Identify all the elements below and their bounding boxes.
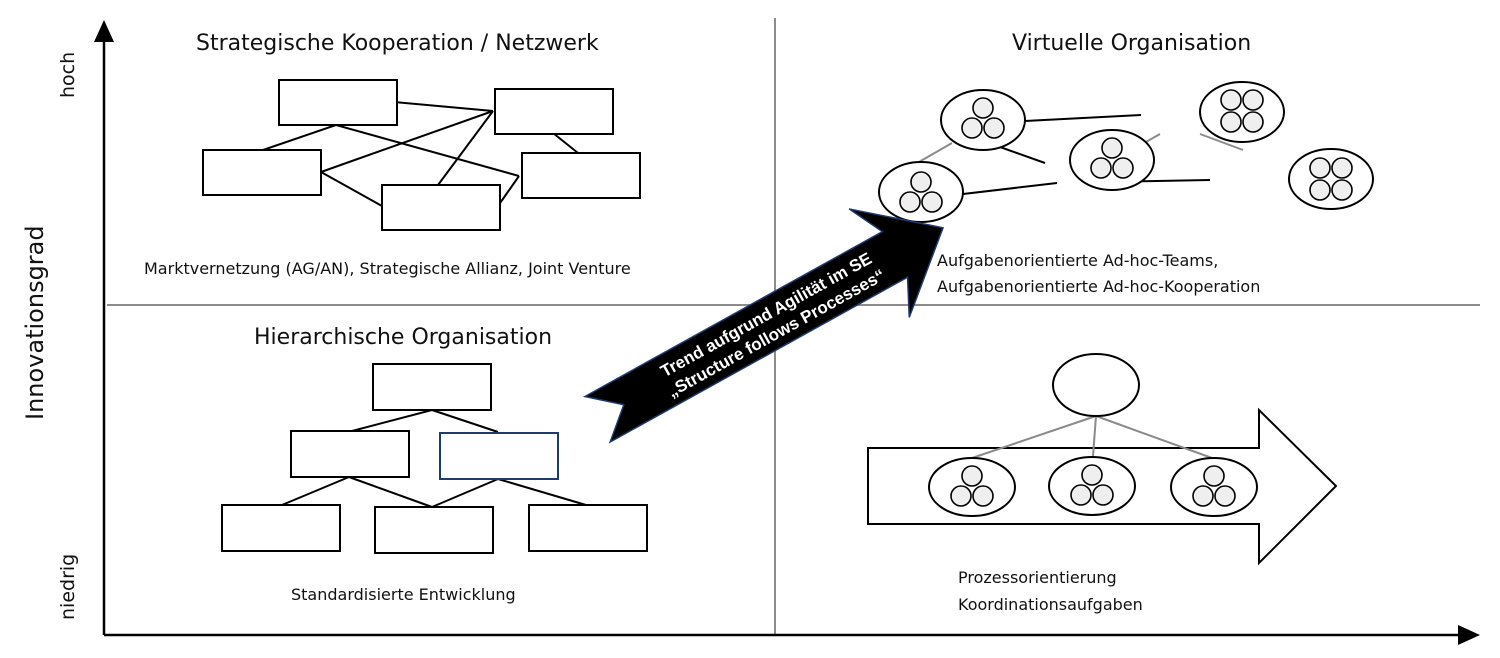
- quadrant-title: Virtuelle Organisation: [1012, 31, 1251, 56]
- quadrant-caption: Marktvernetzung (AG/AN), Strategische Al…: [144, 259, 631, 278]
- team-node: [1288, 148, 1374, 210]
- partner-box: [494, 88, 614, 135]
- quadrant-caption-line: Koordinationsaufgaben: [958, 595, 1143, 614]
- org-unit-box: [372, 363, 492, 411]
- coordinator-node: [1052, 353, 1140, 417]
- org-unit-box-highlighted: [439, 432, 559, 480]
- quadrant-title: Hierarchische Organisation: [254, 325, 552, 350]
- quadrant-process-orientation: Prozessorientierung Koordinationsaufgabe…: [867, 353, 1338, 614]
- quadrant-caption-line: Aufgabenorientierte Ad-hoc-Teams,: [937, 251, 1218, 270]
- y-axis: [94, 20, 114, 635]
- org-unit-box: [221, 504, 341, 552]
- y-axis-arrowhead: [94, 20, 114, 42]
- y-axis-low-label: niedrig: [57, 554, 79, 620]
- x-axis: [104, 625, 1480, 645]
- team-node: [878, 161, 964, 223]
- team-node: [1048, 456, 1136, 516]
- x-axis-arrowhead: [1458, 625, 1480, 645]
- quadrant-title: Strategische Kooperation / Netzwerk: [196, 31, 599, 56]
- partner-box: [202, 149, 322, 196]
- team-node: [1170, 457, 1258, 517]
- team-node: [1199, 81, 1285, 143]
- org-unit-box: [290, 430, 410, 478]
- partner-box: [278, 79, 398, 126]
- quadrant-strategic-cooperation: Strategische Kooperation / Netzwerk Mark…: [144, 31, 641, 278]
- network-links: [262, 101, 579, 207]
- org-unit-box: [374, 506, 494, 554]
- quadrant-caption: Standardisierte Entwicklung: [291, 585, 516, 604]
- trend-arrow-shape: [582, 208, 945, 444]
- y-axis-high-label: hoch: [57, 52, 79, 98]
- team-node: [940, 89, 1026, 151]
- quadrant-virtual-organization: Virtuelle Organisation: [878, 31, 1374, 296]
- hierarchy-links: [281, 409, 587, 508]
- org-unit-box: [528, 504, 648, 552]
- quadrant-caption-line: Aufgabenorientierte Ad-hoc-Kooperation: [937, 277, 1260, 296]
- team-node: [1069, 129, 1155, 191]
- partner-box: [381, 184, 501, 231]
- y-axis-title: Innovationsgrad: [21, 225, 49, 420]
- quadrant-caption-line: Prozessorientierung: [958, 568, 1117, 587]
- coordination-links: [971, 415, 1213, 459]
- quadrant-hierarchical-organization: Hierarchische Organisation Standardisier…: [221, 325, 648, 604]
- team-node: [928, 457, 1016, 517]
- trend-arrow-label-line1: Trend aufgrund Agilität im SE: [657, 249, 875, 381]
- partner-box: [521, 152, 641, 199]
